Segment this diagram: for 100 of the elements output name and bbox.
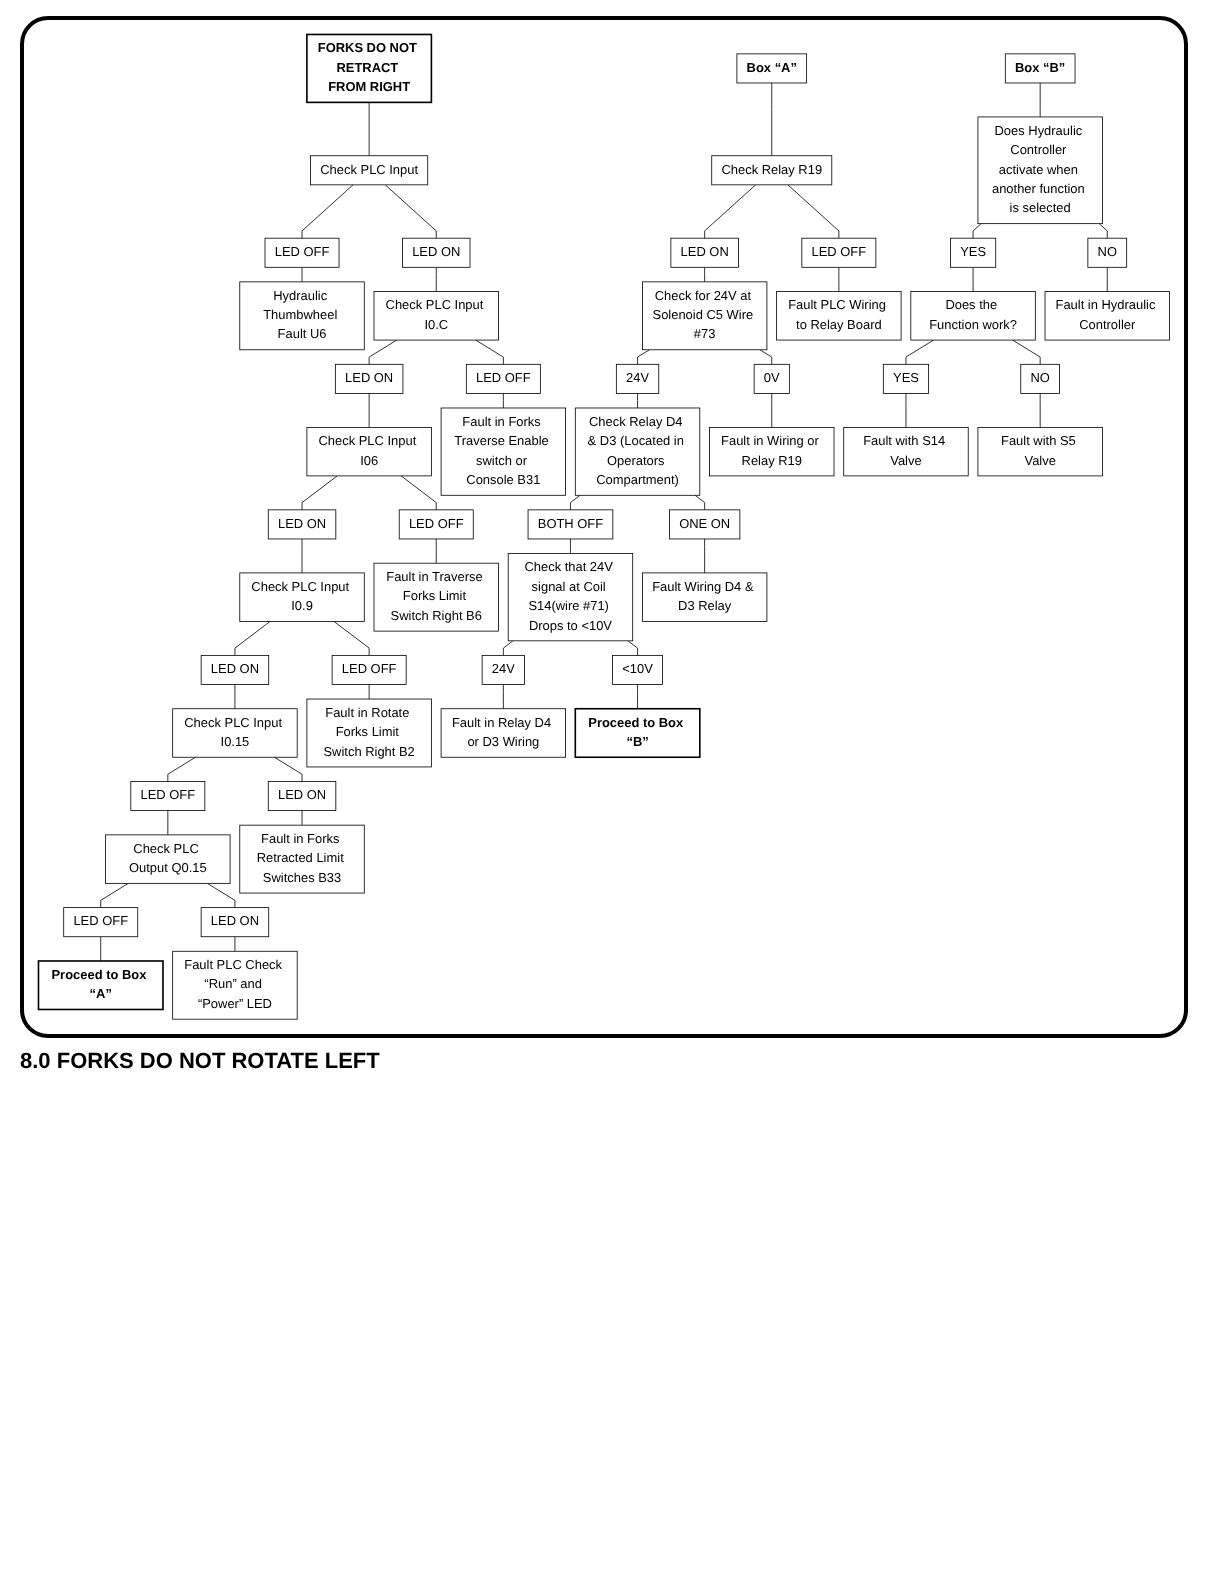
node-box — [440, 407, 566, 496]
connector — [100, 882, 129, 909]
connector — [301, 810, 303, 826]
connector — [905, 393, 907, 428]
node-box — [331, 654, 407, 685]
node-box — [1020, 363, 1060, 394]
connector — [435, 266, 437, 292]
node-box — [200, 654, 270, 685]
connector — [368, 684, 370, 700]
node-box — [239, 572, 365, 622]
node-box — [267, 509, 337, 540]
node-box — [776, 291, 902, 341]
node-box — [642, 281, 768, 351]
node-box — [910, 291, 1036, 341]
connector — [704, 266, 706, 283]
node-box — [306, 33, 433, 104]
connector — [1106, 266, 1108, 292]
connector — [206, 882, 236, 909]
connector — [771, 393, 773, 428]
node-box — [1087, 237, 1128, 268]
connector — [435, 538, 437, 564]
node-box — [310, 155, 429, 186]
connector — [838, 266, 840, 292]
node-box — [63, 907, 139, 938]
node-box — [373, 562, 499, 632]
node-box — [264, 237, 340, 268]
node-box — [1004, 53, 1076, 84]
node-box — [615, 363, 660, 394]
node-box — [736, 53, 808, 84]
node-box — [843, 427, 969, 477]
connector — [234, 621, 271, 656]
node-box — [977, 427, 1103, 477]
connector — [167, 756, 196, 782]
node-box — [612, 654, 663, 685]
connector — [400, 475, 437, 511]
node-box — [37, 960, 164, 1011]
node-box — [481, 654, 525, 685]
connector — [368, 339, 398, 365]
connector — [502, 640, 514, 656]
node-box — [1044, 291, 1170, 341]
connector — [1098, 223, 1108, 239]
node-box — [709, 427, 835, 477]
node-box — [465, 363, 541, 394]
node-box — [507, 553, 634, 642]
connector — [1012, 339, 1041, 365]
connector — [1039, 82, 1041, 118]
connector — [972, 266, 974, 292]
connector — [333, 621, 370, 656]
connector — [100, 936, 102, 962]
connector — [301, 538, 303, 574]
node-box — [977, 116, 1103, 225]
connector — [502, 684, 504, 710]
connector — [301, 266, 303, 283]
node-box — [172, 708, 298, 758]
node-box — [950, 237, 997, 268]
connector — [972, 223, 982, 239]
connector — [475, 339, 504, 365]
connector — [384, 184, 437, 239]
node-box — [753, 363, 790, 394]
node-box — [239, 281, 365, 351]
connector — [368, 101, 370, 157]
connector — [274, 756, 303, 782]
connector — [234, 684, 236, 710]
connector — [301, 475, 338, 511]
connector — [368, 393, 370, 428]
node-box — [402, 237, 471, 268]
connector — [570, 494, 581, 511]
node-box — [267, 781, 337, 811]
node-box — [574, 707, 701, 759]
node-box — [306, 698, 432, 768]
node-box — [373, 291, 499, 341]
node-box — [105, 834, 231, 884]
connector — [570, 538, 571, 554]
node-box — [801, 237, 877, 268]
node-box — [306, 427, 432, 477]
connector — [704, 184, 757, 239]
connector — [627, 640, 638, 656]
node-box — [669, 509, 741, 540]
connector — [637, 684, 638, 710]
node-box — [239, 824, 365, 894]
connector — [771, 82, 773, 157]
connector — [637, 349, 650, 365]
connector — [167, 810, 169, 836]
connector — [787, 184, 840, 239]
section-heading: 8.0 FORKS DO NOT ROTATE LEFT — [20, 1049, 382, 1074]
node-box — [440, 708, 566, 758]
node-box — [334, 363, 404, 394]
connector — [704, 538, 706, 574]
node-box — [172, 950, 298, 1020]
connector — [502, 393, 504, 409]
node-box — [711, 155, 833, 186]
connector — [637, 393, 638, 409]
connector — [905, 339, 934, 365]
node-box — [527, 509, 614, 540]
node-box — [130, 781, 206, 811]
node-box — [882, 363, 929, 394]
node-box — [574, 407, 701, 496]
connector — [1039, 393, 1041, 428]
node-box — [398, 509, 474, 540]
node-box — [200, 907, 270, 938]
